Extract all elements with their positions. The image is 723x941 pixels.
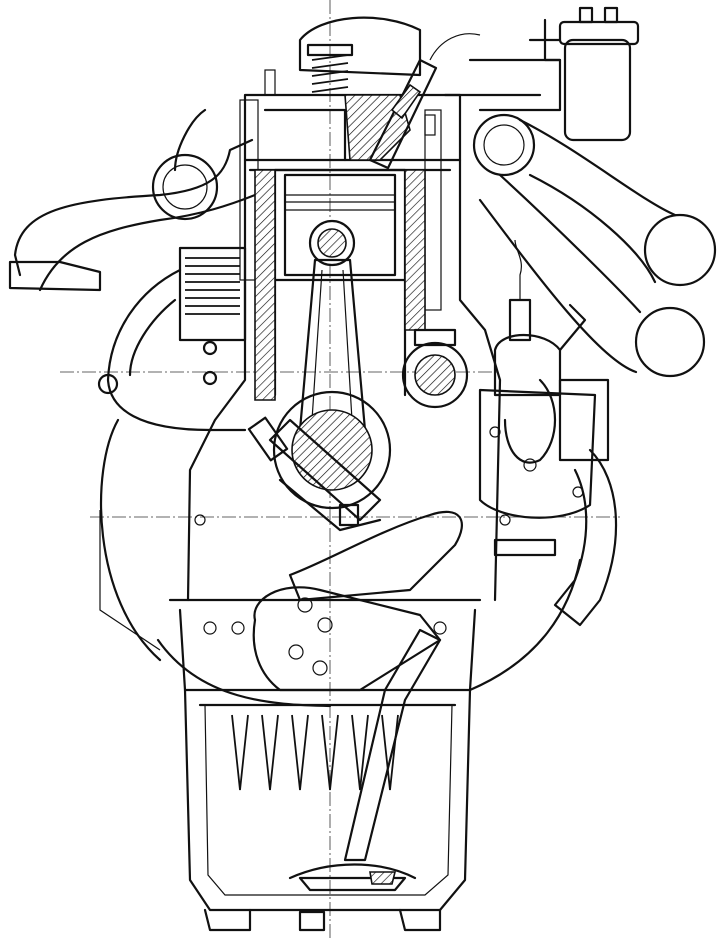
cylinder-block	[186, 158, 502, 602]
fuel-injection-pump	[478, 239, 618, 627]
intake-manifold	[443, 58, 717, 378]
fuel-filter	[528, 6, 640, 142]
valve-spring	[306, 43, 354, 93]
connecting-rod	[298, 258, 367, 432]
exhaust-manifold	[8, 108, 257, 292]
injector	[368, 33, 481, 170]
piston	[283, 173, 397, 277]
oil-sump	[168, 598, 482, 932]
crankshaft	[247, 390, 392, 532]
camshaft	[401, 328, 469, 409]
bolts	[194, 69, 511, 635]
oil-pickup-strainer	[288, 628, 442, 892]
cooling-fins-housing	[97, 246, 247, 432]
